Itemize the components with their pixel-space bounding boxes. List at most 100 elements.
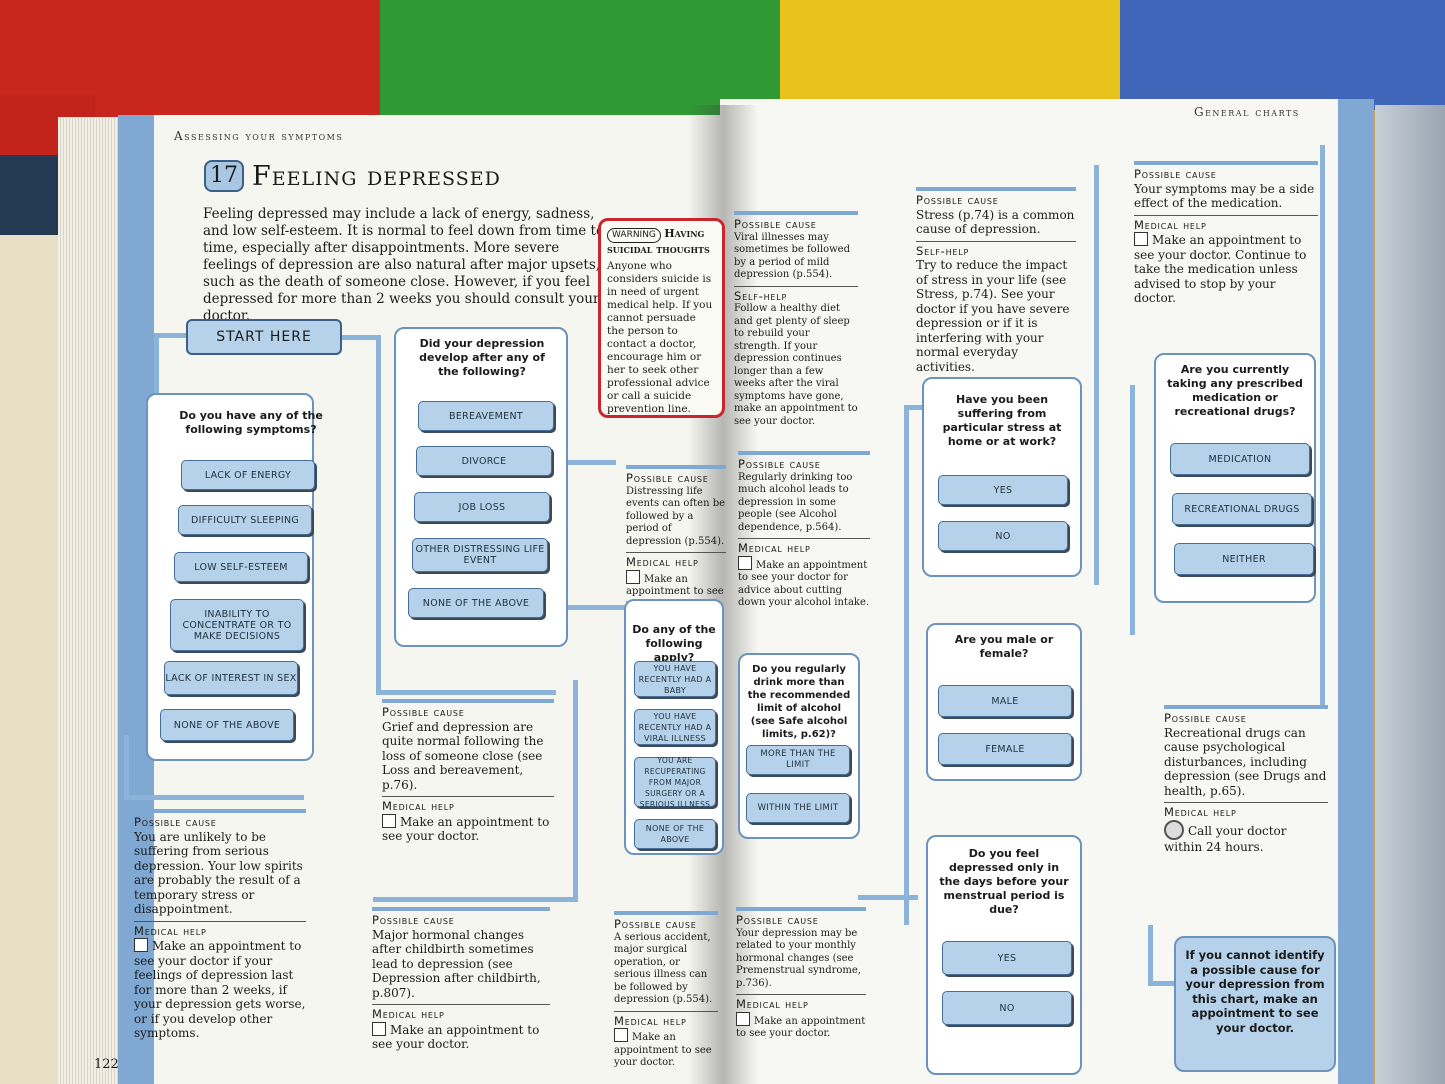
cause-recreational-drugs: Possible cause Recreational drugs can ca… bbox=[1164, 705, 1328, 854]
cause-heading: Possible cause bbox=[734, 211, 858, 232]
cause-stress: Possible cause Stress (p.74) is a common… bbox=[916, 187, 1076, 374]
cause-heading: Possible cause bbox=[382, 699, 554, 720]
flow-line bbox=[904, 405, 926, 410]
flow-line bbox=[341, 335, 381, 340]
flow-line bbox=[124, 735, 129, 795]
medical-help-text: Make an appointment to see your doctor. bbox=[736, 1015, 866, 1040]
cause-heading: Possible cause bbox=[916, 187, 1076, 208]
page-edges-left bbox=[58, 117, 118, 1084]
medical-help-heading: Medical help bbox=[372, 1004, 550, 1022]
cause-heading: Possible cause bbox=[626, 465, 726, 486]
option-low-self-esteem[interactable]: Low self-esteem bbox=[174, 552, 308, 582]
flow-line bbox=[154, 333, 188, 338]
option-had-a-baby[interactable]: You have recently had a baby bbox=[634, 661, 716, 697]
background-blue-fabric bbox=[1120, 0, 1445, 110]
option-medication[interactable]: Medication bbox=[1170, 443, 1310, 475]
medical-help-text: Make an appointment to see your doctor. bbox=[614, 1032, 712, 1068]
flow-line bbox=[546, 460, 616, 465]
flow-line bbox=[573, 680, 578, 900]
option-lack-of-interest-in-sex[interactable]: Lack of interest in sex bbox=[164, 661, 298, 695]
medical-help-heading: Medical help bbox=[736, 994, 866, 1012]
option-job-loss[interactable]: Job loss bbox=[414, 492, 550, 522]
pen-icon bbox=[738, 555, 752, 570]
cause-text: Your depression may be related to your m… bbox=[736, 927, 861, 989]
medical-help-heading: Medical help bbox=[738, 538, 870, 556]
question-alcohol: Do you regularly drink more than the rec… bbox=[747, 664, 851, 740]
pen-icon bbox=[626, 569, 640, 584]
cause-text: Viral illnesses may sometimes be followe… bbox=[734, 231, 850, 281]
side-book-cover-band bbox=[0, 155, 60, 235]
flow-line bbox=[124, 795, 304, 800]
option-stress-no[interactable]: No bbox=[938, 521, 1068, 551]
option-lack-of-energy[interactable]: Lack of energy bbox=[181, 460, 315, 490]
cause-menstrual: Possible cause Your depression may be re… bbox=[736, 907, 866, 1041]
option-none-of-the-above-2[interactable]: None of the above bbox=[408, 588, 544, 618]
pen-icon bbox=[382, 813, 396, 828]
pen-icon bbox=[134, 938, 148, 952]
chart-number-badge: 17 bbox=[204, 160, 244, 192]
option-none-of-the-above-3[interactable]: None of the above bbox=[634, 819, 716, 849]
cause-text: Grief and depression are quite normal fo… bbox=[382, 719, 544, 792]
cause-grief: Possible cause Grief and depression are … bbox=[382, 699, 554, 844]
question-menstrual: Do you feel depressed only in the days b… bbox=[939, 847, 1069, 916]
flow-line bbox=[546, 605, 626, 610]
cause-heading: Possible cause bbox=[1164, 705, 1328, 726]
medical-help-text: Make an appointment to see your doctor f… bbox=[738, 559, 870, 609]
self-help-heading: Self-help bbox=[734, 285, 858, 304]
option-difficulty-sleeping[interactable]: Difficulty sleeping bbox=[178, 505, 312, 535]
option-neither[interactable]: Neither bbox=[1174, 543, 1314, 575]
background-yellow-fabric bbox=[780, 0, 1160, 110]
option-recreational-drugs[interactable]: Recreational drugs bbox=[1172, 493, 1312, 525]
cause-text: Stress (p.74) is a common cause of depre… bbox=[916, 207, 1075, 237]
cause-text: Your symptoms may be a side effect of th… bbox=[1134, 181, 1315, 211]
cause-alcohol: Possible cause Regularly drinking too mu… bbox=[738, 451, 870, 610]
right-running-head: General charts bbox=[1194, 105, 1300, 119]
cause-medication: Possible cause Your symptoms may be a si… bbox=[1134, 161, 1318, 306]
warning-tag: WARNING bbox=[607, 228, 661, 243]
question-symptoms: Do you have any of the following symptom… bbox=[179, 409, 323, 436]
option-none-of-the-above[interactable]: None of the above bbox=[160, 709, 294, 741]
option-divorce[interactable]: Divorce bbox=[416, 446, 552, 476]
cause-heading: Possible cause bbox=[736, 907, 866, 928]
cause-surgery: Possible cause A serious accident, major… bbox=[614, 911, 718, 1070]
flow-line bbox=[373, 897, 578, 902]
warning-box: WARNING Having suicidal thoughts Anyone … bbox=[598, 218, 725, 418]
pen-icon bbox=[372, 1021, 386, 1036]
option-bereavement[interactable]: Bereavement bbox=[418, 401, 554, 431]
option-male[interactable]: Male bbox=[938, 685, 1072, 717]
option-menstrual-yes[interactable]: Yes bbox=[942, 941, 1072, 975]
medical-help-text: Make an appointment to see your doctor. bbox=[382, 814, 550, 844]
cause-heading: Possible cause bbox=[1134, 161, 1318, 182]
self-help-text: Follow a healthy diet and get plenty of … bbox=[734, 303, 858, 427]
page-number: 122 bbox=[94, 1057, 119, 1072]
cause-distressing-events: Possible cause Distressing life events c… bbox=[626, 465, 726, 611]
self-help-heading: Self-help bbox=[916, 240, 1076, 259]
option-other-distressing-event[interactable]: Other distressing life event bbox=[412, 538, 548, 572]
option-stress-yes[interactable]: Yes bbox=[938, 475, 1068, 505]
option-within-limit[interactable]: Within the limit bbox=[746, 793, 850, 823]
self-help-text: Try to reduce the impact of stress in yo… bbox=[916, 258, 1070, 374]
cause-text: You are unlikely to be suffering from se… bbox=[134, 829, 303, 917]
option-female[interactable]: Female bbox=[938, 733, 1072, 765]
medical-help-heading: Medical help bbox=[382, 796, 554, 814]
option-recuperating[interactable]: You are recuperating from major surgery … bbox=[634, 756, 716, 809]
cause-text: A serious accident, major surgical opera… bbox=[614, 931, 713, 1006]
option-viral-illness[interactable]: You have recently had a viral illness bbox=[634, 709, 716, 745]
option-more-than-limit[interactable]: More than the limit bbox=[746, 745, 850, 775]
medical-help-heading: Medical help bbox=[1134, 214, 1318, 233]
warning-text: Anyone who considers suicide is in need … bbox=[607, 260, 713, 415]
flow-line bbox=[376, 335, 381, 695]
cause-heading: Possible cause bbox=[134, 809, 306, 830]
left-running-head: Assessing your symptoms bbox=[174, 129, 344, 143]
medical-help-heading: Medical help bbox=[1164, 802, 1328, 820]
right-page-blue-band bbox=[1338, 99, 1374, 1084]
cause-text: Major hormonal changes after childbirth … bbox=[372, 927, 541, 1000]
flow-line bbox=[1130, 385, 1135, 635]
pen-icon bbox=[614, 1028, 628, 1042]
medical-help-heading: Medical help bbox=[134, 920, 306, 939]
cause-text: Recreational drugs can cause psychologic… bbox=[1164, 725, 1327, 798]
medical-help-text: Call your doctor within 24 hours. bbox=[1164, 823, 1287, 854]
option-menstrual-no[interactable]: No bbox=[942, 991, 1072, 1025]
option-inability-to-concentrate[interactable]: Inability to concentrate or to make deci… bbox=[170, 599, 304, 651]
